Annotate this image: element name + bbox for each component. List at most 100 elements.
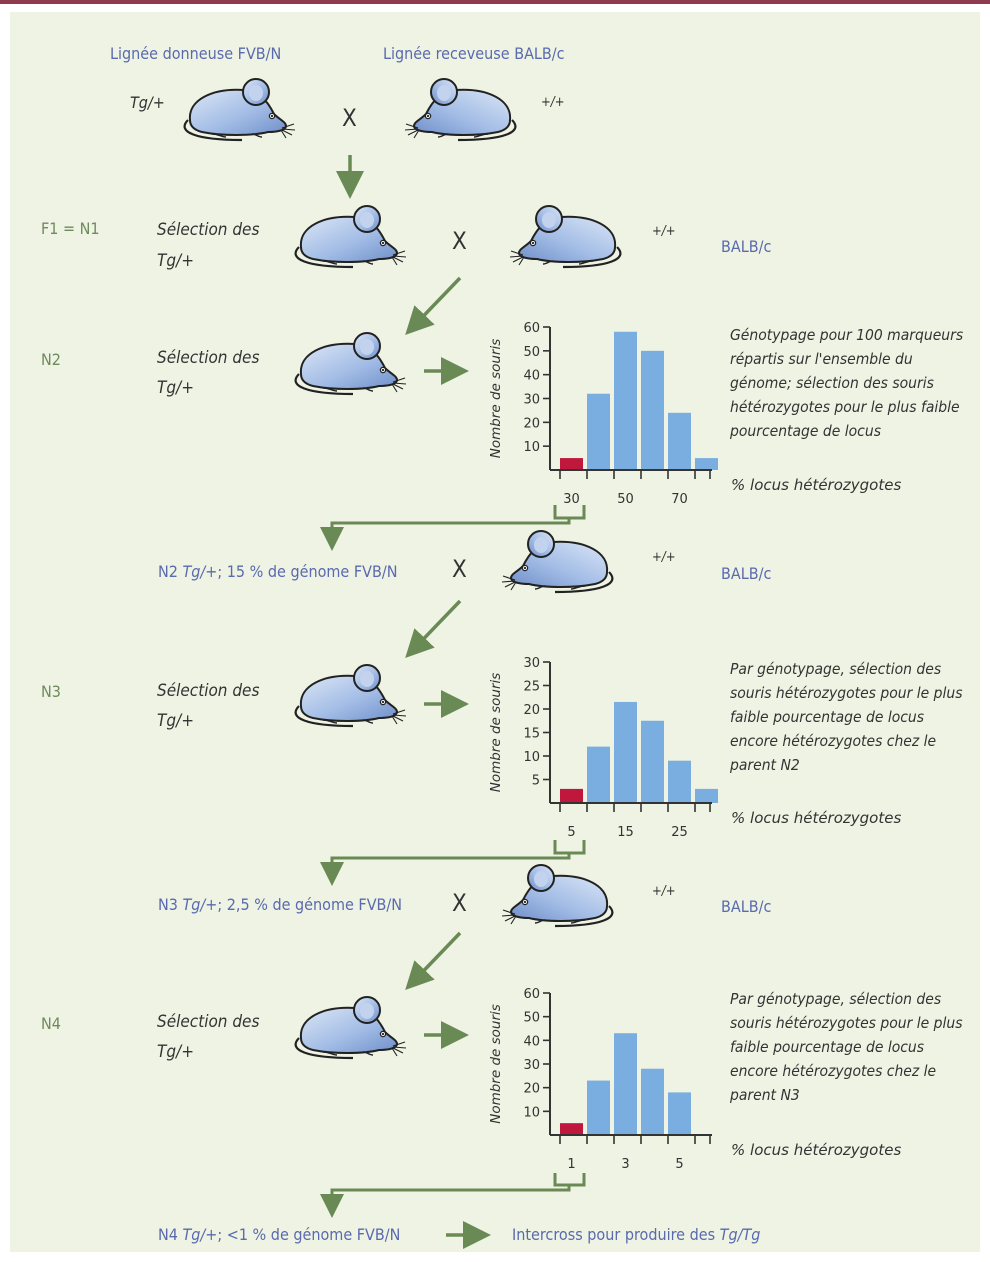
y-tick-label: 60 xyxy=(523,321,540,336)
n2-selection-line2: Tg/+ xyxy=(157,378,195,398)
histogram-bar xyxy=(614,331,637,470)
n3-cross-caption: N3 Tg/+; 2,5 % de génome FVB/N xyxy=(158,895,402,915)
y-tick-label: 20 xyxy=(523,1082,540,1097)
f1-selection-line2: Tg/+ xyxy=(157,251,195,271)
caption-prefix: N3 xyxy=(158,895,183,914)
n4-selection-line1: Sélection des xyxy=(157,1012,260,1032)
caption-suffix: ; <1 % de génome FVB/N xyxy=(217,1225,401,1244)
n2-genotyping-note: Génotypage pour 100 marqueurs répartis s… xyxy=(730,323,963,443)
n3-selected-mouse-icon xyxy=(294,663,408,728)
y-tick-label: 20 xyxy=(523,416,540,431)
histogram-bar xyxy=(668,760,691,803)
note-line: souris hétérozygotes pour le plus xyxy=(730,684,963,702)
y-tick-label: 10 xyxy=(523,440,540,455)
y-tick-label: 40 xyxy=(523,1034,540,1049)
note-line: encore hétérozygotes chez le xyxy=(730,1062,937,1080)
y-tick-label: 10 xyxy=(523,750,540,765)
top-accent-bar xyxy=(0,0,990,4)
selected-bar xyxy=(560,458,583,470)
n2-selection-connector xyxy=(332,505,586,545)
y-tick-label: 50 xyxy=(523,345,540,360)
intercross-outcome: Intercross pour produire des Tg/Tg xyxy=(512,1225,760,1245)
histogram-bar xyxy=(641,720,664,803)
note-line: génome; sélection des souris xyxy=(730,374,934,392)
generation-label-n2: N2 xyxy=(41,350,61,369)
note-line: hétérozygotes pour le plus faible xyxy=(730,398,960,416)
n3-selection-line1: Sélection des xyxy=(157,681,260,701)
n3-genotyping-note: Par génotypage, sélection des souris hét… xyxy=(730,657,962,777)
x-axis-label: % locus hétérozygotes xyxy=(731,809,901,827)
caption-genotype: Tg/+ xyxy=(182,562,218,581)
y-tick-label: 25 xyxy=(523,680,540,695)
y-tick-label: 30 xyxy=(523,1058,540,1073)
n2-balbc-mouse-icon xyxy=(500,529,614,594)
note-line: pourcentage de locus xyxy=(730,422,881,440)
n2-cross-symbol: X xyxy=(452,555,467,583)
y-tick-label: 50 xyxy=(523,1011,540,1026)
recipient-line-label: Lignée receveuse BALB/c xyxy=(383,44,565,63)
histogram-bar xyxy=(614,1033,637,1135)
x-tick-label: 1 xyxy=(567,1157,575,1172)
n2-partner-strain: BALB/c xyxy=(721,564,772,583)
f1-balbc-mouse-icon xyxy=(508,204,622,269)
n3-selection-connector xyxy=(332,840,586,880)
f1-cross-symbol: X xyxy=(452,227,467,255)
n4-selection-line2: Tg/+ xyxy=(157,1042,195,1062)
n4-genotyping-note: Par génotypage, sélection des souris hét… xyxy=(730,987,962,1107)
histogram-bar xyxy=(587,393,610,470)
n2-selected-mouse-icon xyxy=(294,331,408,396)
recipient-genotype: +/+ xyxy=(541,95,565,110)
donor-genotype: Tg/+ xyxy=(130,93,165,112)
x-axis-label: % locus hétérozygotes xyxy=(731,476,901,494)
outcome-genotype: Tg/Tg xyxy=(719,1225,761,1244)
x-tick-label: 70 xyxy=(671,492,688,507)
selected-bar xyxy=(560,788,583,803)
x-tick-label: 25 xyxy=(671,825,688,840)
histogram-bar xyxy=(587,746,610,803)
n4-selected-mouse-icon xyxy=(294,995,408,1060)
y-tick-label: 30 xyxy=(523,656,540,671)
x-tick-label: 30 xyxy=(563,492,580,507)
note-line: répartis sur l'ensemble du xyxy=(730,350,913,368)
donor-line-label: Lignée donneuse FVB/N xyxy=(110,44,282,63)
note-line: faible pourcentage de locus xyxy=(730,1038,925,1056)
arrow-f1-to-n2 xyxy=(405,276,462,336)
note-line: Par génotypage, sélection des xyxy=(730,660,942,678)
outcome-text: Intercross pour produire des xyxy=(512,1225,720,1244)
note-line: Par génotypage, sélection des xyxy=(730,990,942,1008)
note-line: souris hétérozygotes pour le plus xyxy=(730,1014,963,1032)
y-tick-label: 40 xyxy=(523,369,540,384)
caption-suffix: ; 15 % de génome FVB/N xyxy=(217,562,398,581)
caption-prefix: N2 xyxy=(158,562,183,581)
n3-partner-genotype: +/+ xyxy=(652,884,676,899)
generation-label-n3: N3 xyxy=(41,682,61,701)
n3-cross-symbol: X xyxy=(452,889,467,917)
caption-genotype: Tg/+ xyxy=(182,1225,218,1244)
caption-prefix: N4 xyxy=(158,1225,183,1244)
arrow-n3cross-to-n4 xyxy=(405,931,462,991)
note-line: parent N3 xyxy=(730,1086,800,1104)
generation-label-f1: F1 = N1 xyxy=(41,219,100,238)
histogram-bar xyxy=(695,458,718,470)
figure-panel xyxy=(10,12,980,1252)
y-tick-label: 5 xyxy=(532,774,540,789)
x-tick-label: 15 xyxy=(617,825,634,840)
n3-selection-line2: Tg/+ xyxy=(157,711,195,731)
y-axis-label: Nombre de souris xyxy=(488,1004,504,1124)
y-tick-label: 10 xyxy=(523,1105,540,1120)
x-tick-label: 3 xyxy=(621,1157,629,1172)
f1-partner-genotype: +/+ xyxy=(652,224,676,239)
note-line: encore hétérozygotes chez le xyxy=(730,732,937,750)
n2-partner-genotype: +/+ xyxy=(652,550,676,565)
note-line: faible pourcentage de locus xyxy=(730,708,925,726)
n3-partner-strain: BALB/c xyxy=(721,897,772,916)
caption-genotype: Tg/+ xyxy=(182,895,218,914)
n4-final-caption: N4 Tg/+; <1 % de génome FVB/N xyxy=(158,1225,400,1245)
x-tick-label: 5 xyxy=(675,1157,683,1172)
n4-selection-connector xyxy=(332,1173,586,1212)
n2-cross-caption: N2 Tg/+; 15 % de génome FVB/N xyxy=(158,562,397,582)
recipient-mouse-icon xyxy=(403,77,517,142)
